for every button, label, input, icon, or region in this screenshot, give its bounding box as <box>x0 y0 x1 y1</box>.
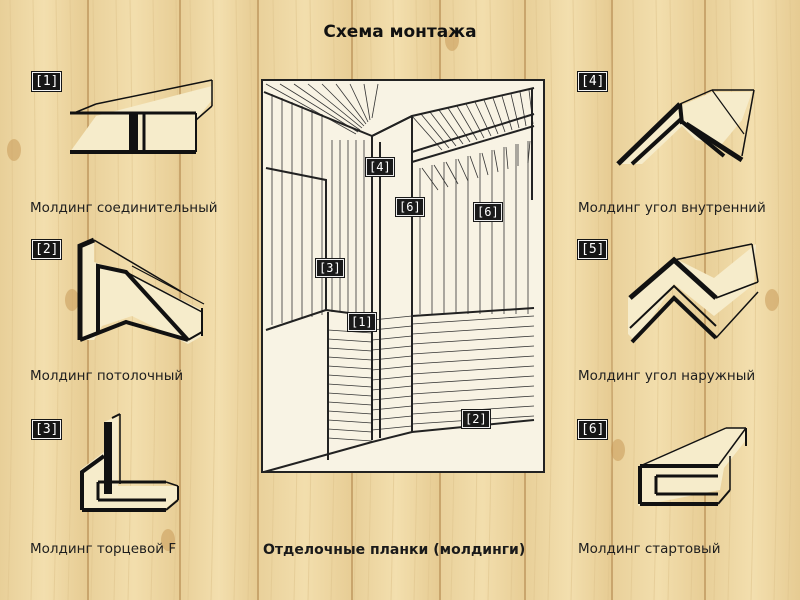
starter-molding-icon <box>638 427 747 506</box>
room-label-starter-left: [6] <box>395 197 425 217</box>
room-label-starter-right: [6] <box>473 202 503 222</box>
badge-inner-corner: [4] <box>576 71 609 92</box>
label-ceiling-molding: Молдинг потолочный <box>30 368 184 384</box>
label-end-f-molding: Молдинг торцевой F <box>30 541 177 557</box>
badge-ceiling: [2] <box>30 239 63 260</box>
room-label-end-f: [3] <box>315 258 345 278</box>
ceiling-molding-icon <box>77 237 205 344</box>
room-label-inner-corner: [4] <box>365 157 395 177</box>
label-connecting-molding: Молдинг соединительный <box>30 200 218 216</box>
badge-starter: [6] <box>576 419 609 440</box>
badge-end-f: [3] <box>30 419 63 440</box>
room-installation-diagram <box>261 79 545 473</box>
outer-corner-molding-icon <box>628 243 759 344</box>
connecting-molding-icon <box>70 79 213 154</box>
label-outer-corner-molding: Молдинг угол наружный <box>578 368 756 384</box>
inner-corner-molding-icon <box>616 89 755 166</box>
badge-outer-corner: [5] <box>576 239 609 260</box>
label-starter-molding: Молдинг стартовый <box>578 541 721 557</box>
page-title: Схема монтажа <box>323 22 477 42</box>
label-inner-corner-molding: Молдинг угол внутренний <box>578 200 766 216</box>
badge-connecting: [1] <box>30 71 63 92</box>
end-f-molding-icon <box>80 413 179 512</box>
room-label-ceiling: [2] <box>461 409 491 429</box>
room-label-connecting: [1] <box>347 312 377 332</box>
main-caption: Отделочные планки (молдинги) <box>263 542 526 558</box>
